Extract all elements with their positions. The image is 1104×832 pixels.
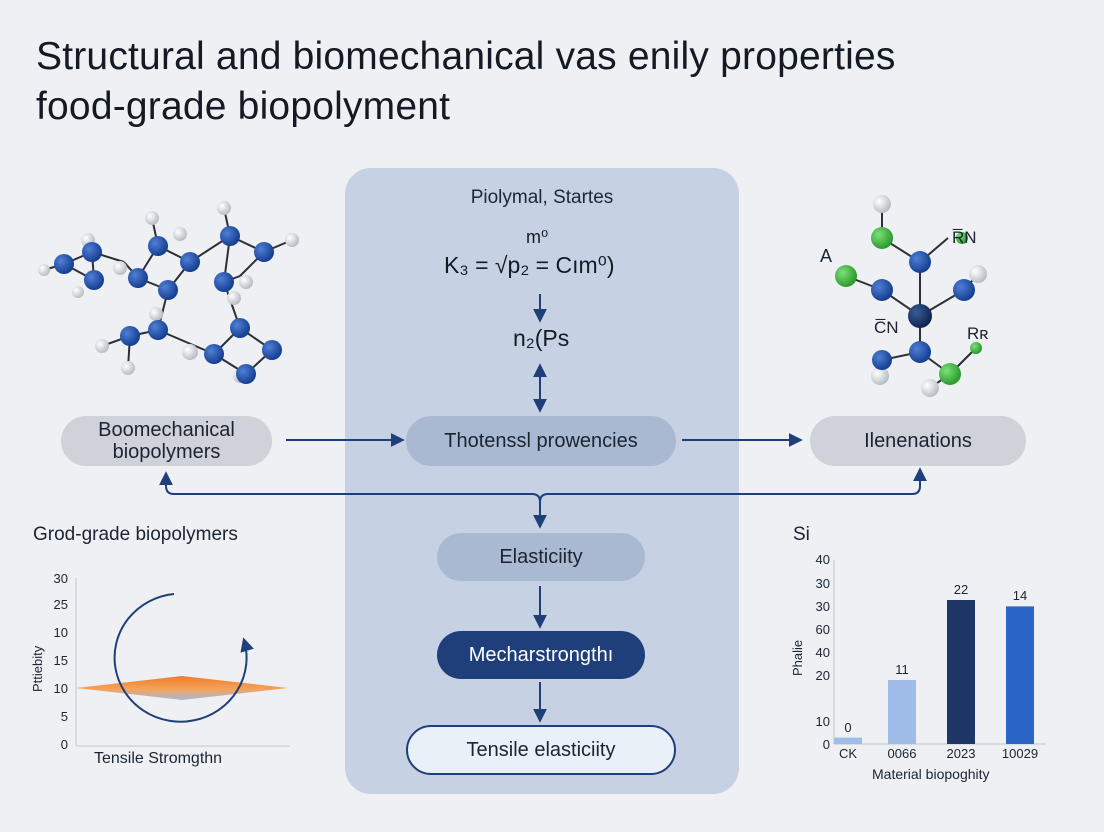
bar-ytick-7: 0: [822, 737, 830, 752]
bar-chart-ylabel: Phalie: [790, 639, 805, 676]
bar-category-label: 2023: [946, 746, 976, 761]
molecule-label-cn: C̅N: [874, 318, 899, 337]
node-strength: Mecharstrongthı: [437, 631, 645, 679]
bar-value-label: 22: [953, 582, 969, 597]
node-elasticity-label: Elasticiity: [499, 546, 583, 568]
left-chart-heading: Grod-grade biopolymers: [33, 524, 238, 545]
bar-ytick-0: 40: [815, 552, 830, 567]
bar-ytick-5: 20: [815, 668, 830, 683]
bar-value-label: 11: [895, 662, 909, 677]
left-tick-1: 25: [53, 597, 68, 612]
left-chart: [75, 578, 290, 747]
bar-ytick-2: 30: [815, 599, 830, 614]
node-strength-label: Mecharstrongthı: [468, 644, 614, 666]
left-tick-6: 0: [60, 737, 68, 752]
center-panel: [345, 168, 739, 794]
bar-category-label: 10029: [1001, 746, 1039, 761]
bar-value-label: 14: [1012, 588, 1028, 604]
connector-arrows: [159, 294, 927, 723]
bar-0066: [888, 680, 916, 744]
bar-CK: [834, 737, 862, 744]
bar-ytick-3: 60: [815, 622, 830, 637]
left-tick-0: 30: [53, 571, 68, 586]
left-chart-ylabel: Pttiebity: [30, 645, 45, 692]
bar-chart-bars: [834, 600, 1034, 744]
page-title: Structural and biomechanical vas enily p…: [36, 32, 1076, 132]
right-molecule-atoms: [835, 195, 987, 397]
node-tensile-label: Tensile elasticiity: [466, 739, 616, 761]
left-chart-xlabel: Tensile Stromgthn: [94, 750, 223, 767]
bar-category-label: 0066: [887, 746, 917, 761]
formula-main: K₃ = √p₂ = Cım⁰): [444, 252, 615, 278]
panel-title: Piolymal, Startes: [470, 187, 614, 208]
node-properties-label: Thotenssl prowencies: [444, 430, 638, 452]
node-elasticity: Elasticiity: [437, 533, 645, 581]
node-biomechanical-label: Boomechanical biopolymers: [98, 419, 235, 463]
node-biomechanical: Boomechanical biopolymers: [61, 416, 272, 466]
bar-ytick-4: 40: [815, 645, 830, 660]
bar-10029: [1006, 606, 1034, 744]
molecule-label-rr: Rʀ: [967, 324, 989, 343]
node-tensile-elasticity: Tensile elasticiity: [406, 725, 676, 775]
molecule-label-rn: R̅N: [952, 228, 977, 247]
bar-2023: [947, 600, 975, 744]
left-molecule-atoms: [38, 201, 299, 384]
left-tick-5: 5: [60, 709, 68, 724]
formula-superscript: m⁰: [526, 227, 549, 247]
node-generations: Ilenenations: [810, 416, 1026, 466]
formula-secondary: n₂(Ps: [513, 325, 570, 351]
molecule-label-a: A: [820, 246, 833, 266]
bar-chart-xlabel: Material biopoghity: [872, 766, 990, 782]
bar-value-label: 0: [844, 719, 852, 735]
left-tick-4: 10: [53, 681, 68, 696]
bar-category-label: CK: [838, 746, 858, 761]
left-tick-2: 10: [53, 625, 68, 640]
node-properties: Thotenssl prowencies: [406, 416, 676, 466]
node-generations-label: Ilenenations: [864, 430, 972, 452]
title-line-2: food-grade biopolyment: [36, 85, 451, 128]
bar-ytick-6: 10: [815, 714, 830, 729]
left-tick-3: 15: [53, 653, 68, 668]
bar-chart-title: Si: [793, 524, 810, 545]
bar-ytick-1: 30: [815, 576, 830, 591]
title-line-1: Structural and biomechanical vas enily p…: [36, 35, 896, 78]
